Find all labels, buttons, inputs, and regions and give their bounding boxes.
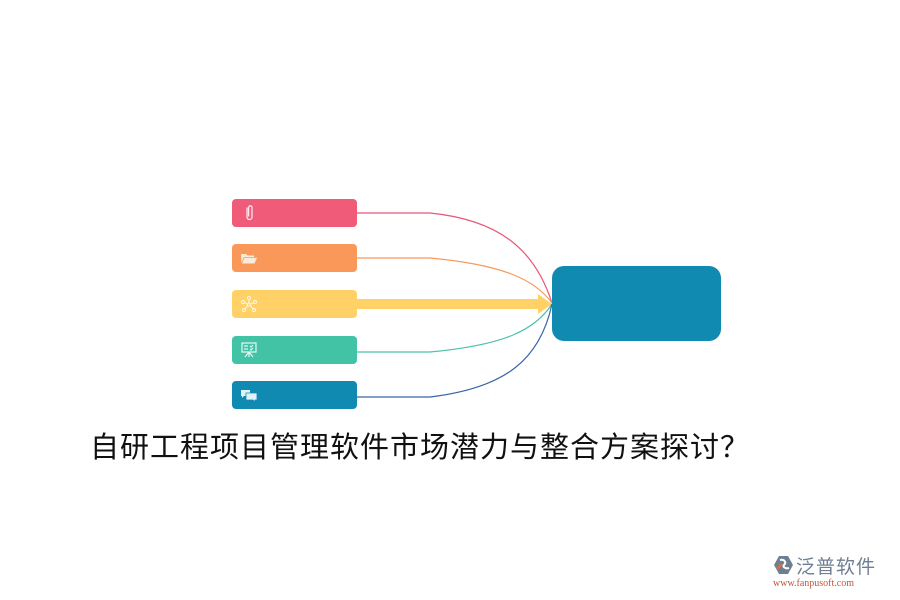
brand-url[interactable]: www.fanpusoft.com bbox=[773, 578, 855, 589]
brand-name: 泛普软件 bbox=[796, 556, 877, 578]
node-4 bbox=[232, 336, 357, 364]
connector-arrowhead bbox=[538, 294, 552, 314]
hub-node bbox=[552, 266, 721, 341]
brand-logo[interactable]: 泛普软件 www.fanpusoft.com bbox=[770, 552, 895, 597]
page-title: 自研工程项目管理软件市场潜力与整合方案探讨？ bbox=[90, 430, 751, 464]
connector-line-5 bbox=[357, 303, 553, 398]
connector-line-4 bbox=[357, 303, 553, 353]
node-5 bbox=[232, 381, 357, 409]
node-2 bbox=[232, 244, 357, 272]
presentation-board-icon bbox=[241, 342, 257, 358]
node-1 bbox=[232, 199, 357, 227]
network-icon bbox=[241, 296, 257, 312]
chat-bubbles-icon bbox=[241, 390, 258, 403]
paperclip-icon bbox=[246, 205, 253, 221]
connector-arrow-shaft bbox=[357, 299, 540, 309]
connector-line-2 bbox=[357, 257, 553, 304]
node-3 bbox=[232, 290, 357, 318]
connector-line-1 bbox=[357, 212, 553, 304]
fanpu-logo-icon bbox=[774, 556, 793, 574]
folder-open-icon bbox=[241, 254, 257, 264]
